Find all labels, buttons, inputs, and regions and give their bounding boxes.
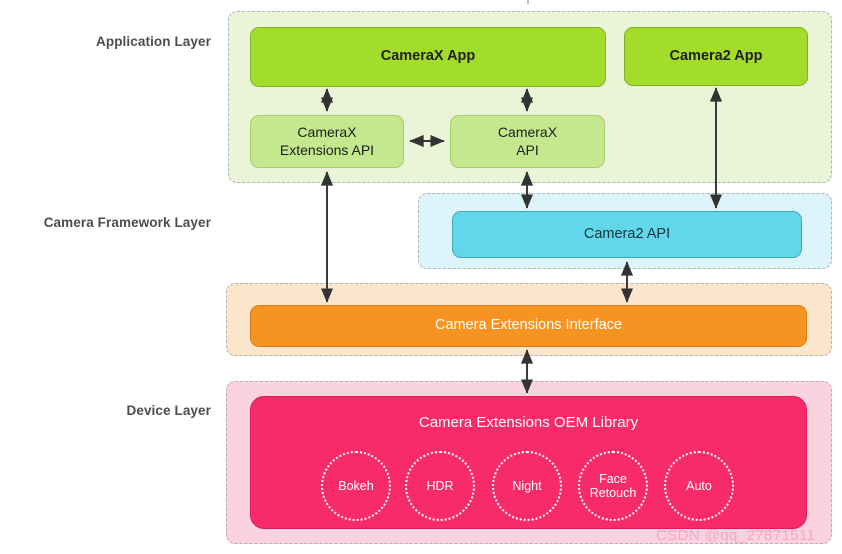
layer-label-application: Application Layer	[96, 34, 211, 49]
feature-circle-auto[interactable]: Auto	[664, 451, 734, 521]
watermark: CSDN @qq_27871511	[656, 527, 816, 544]
feature-circle-face-retouch[interactable]: Face Retouch	[578, 451, 648, 521]
node-camera2-api[interactable]: Camera2 API	[452, 211, 802, 258]
node-camerax-app[interactable]: CameraX App	[250, 27, 606, 87]
layer-label-camera-framework: Camera Framework Layer	[43, 215, 211, 230]
node-camera-extensions-interface[interactable]: Camera Extensions Interface	[250, 305, 807, 347]
node-camera2-app[interactable]: Camera2 App	[624, 27, 808, 86]
node-camerax-extensions-api-line2: Extensions API	[279, 141, 375, 158]
feature-circle-bokeh[interactable]: Bokeh	[321, 451, 391, 521]
layer-label-device: Device Layer	[126, 403, 211, 418]
node-camerax-extensions-api-line1: CameraX	[297, 124, 357, 141]
feature-circle-face-retouch-line2: Retouch	[589, 486, 637, 500]
feature-circle-bokeh-label: Bokeh	[338, 478, 374, 493]
node-camerax-extensions-api[interactable]: CameraX Extensions API	[250, 115, 404, 168]
feature-circle-face-retouch-line1: Face	[599, 471, 627, 486]
feature-circle-night-label: Night	[512, 478, 542, 493]
feature-circle-night[interactable]: Night	[492, 451, 562, 521]
node-camerax-api-line2: API	[516, 141, 539, 158]
feature-circle-hdr-label: HDR	[426, 478, 454, 493]
cropped-connector-stub	[527, 0, 529, 4]
feature-circle-auto-label: Auto	[686, 478, 712, 493]
feature-circle-hdr[interactable]: HDR	[405, 451, 475, 521]
node-camerax-api[interactable]: CameraX API	[450, 115, 605, 168]
node-camerax-api-line1: CameraX	[497, 124, 558, 141]
